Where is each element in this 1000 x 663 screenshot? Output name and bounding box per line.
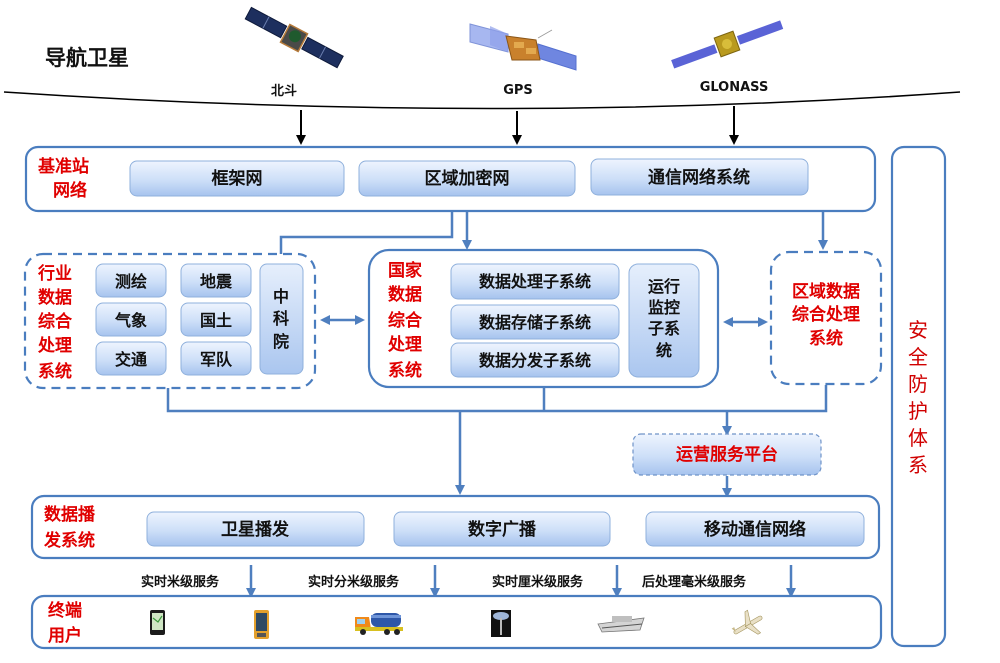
satellite-label-glonass: GLONASS (700, 80, 769, 95)
industry-item-label: 国土 (200, 311, 232, 330)
industry-label-line: 系统 (38, 361, 72, 382)
monitor-label-line: 监控 (648, 298, 680, 317)
industry-item-label: 地震 (200, 272, 233, 291)
regional-label-line: 区域数据 (792, 281, 860, 302)
operation-service-platform-box[interactable]: 运营服务平台 (632, 433, 822, 476)
communication-network-box[interactable]: 通信网络系统 (590, 158, 809, 196)
industry-label-line: 处理 (37, 335, 72, 356)
industry-item-transport[interactable]: 交通 (95, 341, 167, 376)
security-label-char: 护 (908, 399, 928, 423)
regional-label-line: 系统 (809, 328, 843, 349)
glonass-satellite-icon (671, 20, 784, 69)
framework-network-label: 框架网 (212, 168, 263, 189)
tanker-truck-icon (355, 613, 403, 635)
broadcast-item-label: 数字广播 (468, 519, 537, 540)
broadcast-item-label: 移动通信网络 (704, 519, 806, 540)
gps-satellite-icon (469, 23, 577, 71)
national-label-line: 处理 (387, 334, 422, 355)
service-label-millimeter: 后处理毫米级服务 (642, 574, 747, 590)
security-system-panel (890, 145, 947, 648)
industry-label-line: 综合 (38, 311, 73, 332)
data-processing-subsystem-box[interactable]: 数据处理子系统 (450, 263, 620, 300)
data-storage-subsystem-box[interactable]: 数据存储子系统 (450, 304, 620, 340)
industry-item-military[interactable]: 军队 (180, 341, 252, 376)
regional-label-line: 综合处理 (792, 304, 860, 325)
security-label-char: 全 (908, 345, 928, 369)
industry-label-line: 数据 (38, 287, 72, 308)
terminal-users-panel (30, 594, 883, 650)
industry-item-land[interactable]: 国土 (180, 302, 252, 337)
subsystem-label: 数据处理子系统 (479, 272, 591, 291)
satellite-broadcast-box[interactable]: 卫星播发 (146, 511, 365, 547)
satellite-label-beidou: 北斗 (271, 84, 297, 99)
regional-densified-network-label: 区域加密网 (425, 168, 510, 189)
industry-item-label: 测绘 (115, 272, 147, 291)
handheld-gnss-icon (254, 610, 269, 639)
regional-densified-network-box[interactable]: 区域加密网 (358, 160, 576, 197)
industry-item-seismic[interactable]: 地震 (180, 263, 252, 298)
service-label-decimeter: 实时分米级服务 (308, 574, 400, 590)
survey-receiver-icon (491, 610, 511, 637)
subsystem-label: 数据分发子系统 (479, 351, 591, 370)
cas-label-char: 院 (273, 332, 289, 351)
subsystem-label: 数据存储子系统 (479, 313, 591, 332)
industry-item-meteorology[interactable]: 气象 (95, 302, 167, 337)
operation-service-platform-label: 运营服务平台 (676, 444, 778, 465)
security-system-label: 安 全 防 护 体 系 (908, 318, 928, 477)
reference-network-label-2: 网络 (53, 180, 87, 201)
airplane-icon (731, 609, 763, 635)
cas-label-char: 中 (273, 287, 289, 306)
monitor-label-line: 统 (656, 341, 672, 360)
broadcast-label-line: 发系统 (43, 530, 95, 551)
terminal-label-line: 终端 (48, 600, 82, 621)
industry-system-label: 行业 数据 综合 处理 系统 (37, 263, 73, 382)
monitor-label-line: 子系 (648, 319, 680, 338)
national-label-line: 系统 (388, 360, 422, 381)
security-label-char: 防 (908, 372, 928, 396)
broadcast-label-line: 数据播 (44, 504, 96, 525)
service-label-meter: 实时米级服务 (141, 574, 220, 590)
satellite-label-gps: GPS (503, 83, 533, 98)
digital-broadcast-box[interactable]: 数字广播 (393, 511, 611, 547)
security-label-char: 安 (908, 318, 928, 342)
regional-system-panel (769, 250, 883, 386)
smartphone-icon (150, 610, 165, 635)
broadcast-item-label: 卫星播发 (221, 519, 290, 540)
terminal-label-line: 用户 (48, 625, 82, 646)
industry-label-line: 行业 (37, 263, 72, 284)
data-distribution-subsystem-box[interactable]: 数据分发子系统 (450, 342, 620, 378)
cargo-ship-icon (597, 616, 645, 633)
communication-network-label: 通信网络系统 (648, 167, 750, 188)
industry-item-label: 交通 (115, 350, 147, 369)
orbit-line (3, 91, 961, 110)
diagram-title: 导航卫星 (45, 46, 129, 70)
operation-monitoring-subsystem-box[interactable]: 运行 监控 子系 统 (628, 263, 700, 378)
monitor-label-line: 运行 (648, 277, 680, 296)
cas-box[interactable]: 中 科 院 (259, 263, 304, 375)
industry-item-surveying[interactable]: 测绘 (95, 263, 167, 298)
beidou-satellite-icon (244, 6, 344, 69)
security-label-char: 体 (908, 426, 928, 450)
service-label-centimeter: 实时厘米级服务 (492, 574, 584, 590)
industry-item-label: 气象 (114, 311, 147, 330)
national-system-label: 国家 数据 综合 处理 系统 (387, 260, 423, 381)
national-label-line: 综合 (388, 310, 423, 331)
connector-to-industry (276, 212, 454, 264)
cas-label-char: 科 (273, 309, 289, 328)
industry-item-label: 军队 (200, 350, 233, 369)
reference-network-label-1: 基准站 (37, 156, 89, 177)
national-label-line: 数据 (388, 284, 422, 305)
mobile-network-box[interactable]: 移动通信网络 (645, 511, 865, 547)
merge-connector-line (166, 385, 828, 413)
national-label-line: 国家 (388, 260, 422, 281)
framework-network-box[interactable]: 框架网 (129, 160, 345, 197)
security-label-char: 系 (908, 453, 928, 477)
